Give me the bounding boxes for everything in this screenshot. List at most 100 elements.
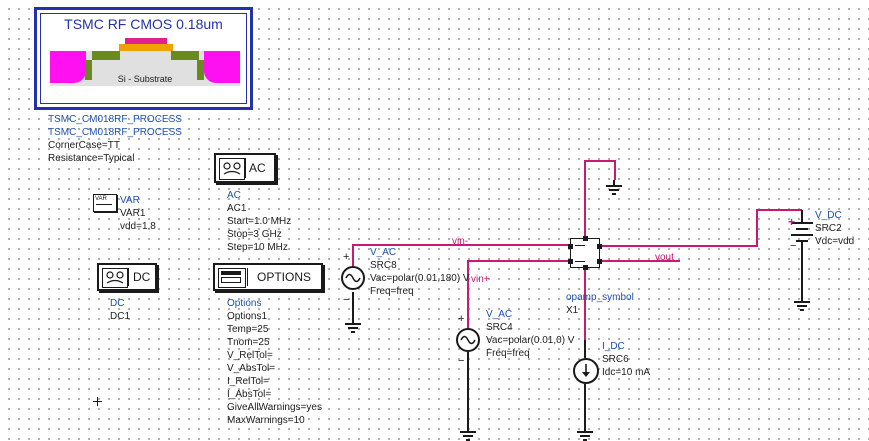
opamp-pin [568, 244, 573, 249]
options-giveallwarnings: GiveAllWarnings=yes [227, 402, 322, 413]
src6-name: SRC6 [602, 354, 629, 365]
ac-divider [245, 158, 246, 178]
src4-ac-source[interactable] [456, 328, 480, 352]
src8-vac: Vac=polar(0.01,180) V [370, 273, 470, 284]
dc-type: DC [110, 298, 125, 309]
ground-symbol [345, 318, 361, 333]
process-resistance: Resistance=Typical [48, 153, 135, 164]
gate-poly [125, 38, 167, 44]
process-name: TSMC_CM018RF_PROCESS [48, 127, 182, 138]
process-type: TSMC_CM018RF_PROCESS [48, 114, 182, 125]
src6-idc: Idc=10 mA [602, 367, 651, 378]
src8-plus-sign: + [343, 251, 350, 263]
logo-title: TSMC RF CMOS 0.18um [64, 16, 223, 32]
src8-type: V_AC [370, 247, 397, 258]
sine-wave-icon [460, 335, 476, 345]
logo-inner-frame [40, 13, 247, 104]
substrate-label: Si - Substrate [117, 74, 173, 84]
battery-plate-long [791, 222, 813, 224]
isolation-right [204, 51, 240, 83]
var-type: VAR [120, 195, 140, 206]
ground-symbol [577, 426, 593, 441]
src6-current-source[interactable] [573, 358, 599, 384]
src4-vac: Vac=polar(0.01,0) V [486, 335, 575, 346]
crosshair-cursor-icon [93, 397, 102, 406]
dc-controller[interactable]: DC [97, 263, 157, 291]
src4-plus-sign: + [458, 313, 465, 325]
opamp-pin [597, 244, 602, 249]
src4-name: SRC4 [486, 322, 513, 333]
src8-ground-wire [352, 292, 354, 320]
net-label-vin-minus: vin- [452, 236, 469, 247]
src8-ac-source[interactable] [341, 266, 365, 290]
net-label-vout: vout [655, 252, 674, 263]
arrow-down-icon [582, 364, 590, 377]
options-divider [247, 268, 248, 286]
options-icon-bar [221, 271, 241, 275]
options-vabstol: V_AbsTol= [227, 363, 276, 374]
options-type: Options [227, 298, 262, 309]
sine-wave-icon [345, 273, 361, 283]
isolation-left [50, 51, 86, 83]
ac-stop: Stop=3 GHz [227, 229, 282, 240]
battery-plate-long [791, 234, 813, 236]
battery-plate-short [796, 228, 808, 230]
options-name: Options1 [227, 311, 268, 322]
var-icon-label: VAR [95, 196, 107, 202]
options-temp: Temp=25 [227, 324, 269, 335]
src4-freq: Freq=freq [486, 348, 530, 359]
ac-type: AC [227, 190, 241, 201]
dc-button-label: DC [133, 270, 151, 284]
options-ireltol: I_RelTol= [227, 376, 269, 387]
options-icon [218, 268, 246, 288]
source-region [92, 51, 120, 60]
opamp-name: X1 [566, 305, 579, 316]
src2-name: SRC2 [815, 223, 842, 234]
opamp-pin [583, 236, 588, 241]
src6-lead [584, 340, 586, 358]
src2-dc-source[interactable] [790, 210, 814, 250]
src8-freq: Freq=freq [370, 286, 414, 297]
sim-icon [106, 271, 124, 284]
dc-divider [128, 268, 129, 286]
opamp-symbol[interactable] [568, 236, 602, 270]
ac-step: Step=10 MHz [227, 242, 288, 253]
options-vreltol: V_RelTol= [227, 350, 273, 361]
left-well [85, 60, 92, 80]
src2-ground-wire [801, 250, 803, 298]
net-label-vin-plus: vin+ [471, 274, 490, 285]
var-block-icon[interactable]: VAR [93, 194, 117, 212]
src6-ground-wire [584, 384, 586, 428]
ground-symbol [460, 426, 476, 441]
options-controller[interactable]: OPTIONS [213, 263, 323, 291]
src4-minus-sign: − [458, 355, 465, 367]
src4-ground-wire [467, 352, 469, 428]
opamp-pin [597, 259, 602, 264]
src8-name: SRC8 [370, 260, 397, 271]
opamp-type: opamp_symbol [566, 292, 634, 303]
src6-type: I_DC [602, 341, 625, 352]
right-well [197, 60, 204, 80]
ac-name: AC1 [227, 203, 247, 214]
ac-icon [219, 158, 245, 180]
src2-lead [801, 242, 803, 250]
options-icon-box [221, 277, 241, 283]
process-corner: CornerCase=TT [48, 140, 120, 151]
var-name: VAR1 [120, 208, 146, 219]
dc-icon [102, 268, 128, 288]
ac-controller[interactable]: AC [214, 153, 276, 183]
var-icon-lines [96, 204, 112, 209]
options-maxwarnings: MaxWarnings=10 [227, 415, 305, 426]
process-logo[interactable]: TSMC RF CMOS 0.18um Si - Substrate [34, 7, 253, 110]
sim-icon [223, 162, 241, 175]
ground-symbol [606, 180, 622, 195]
opamp-pin [583, 265, 588, 270]
drain-region [171, 51, 199, 60]
src2-type: V_DC [815, 210, 842, 221]
src2-minus-sign: − [790, 240, 797, 252]
dc-name: DC1 [110, 311, 131, 322]
opamp-lead [575, 261, 585, 262]
src2-lead [801, 210, 803, 222]
gate-oxide [119, 44, 173, 51]
options-tnom: Tnom=25 [227, 337, 270, 348]
